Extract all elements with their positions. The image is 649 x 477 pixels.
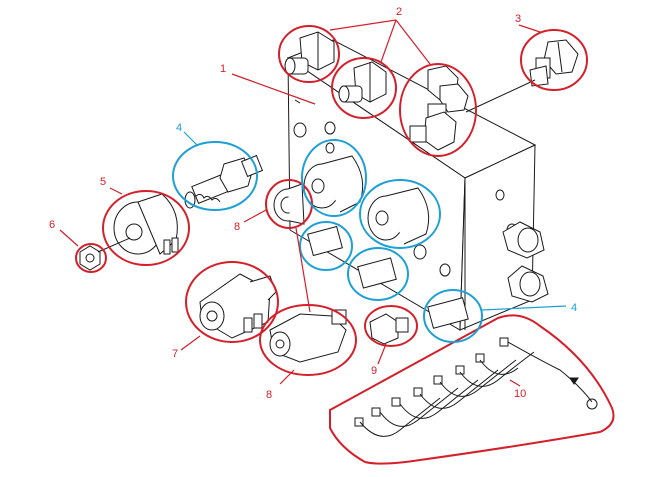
nut — [79, 245, 101, 271]
callout-5: 5 — [100, 176, 106, 188]
right-side-fittings — [502, 221, 549, 303]
callout-1: 1 — [220, 63, 226, 75]
callout-3: 3 — [515, 13, 521, 25]
callout-9: 9 — [371, 365, 377, 377]
callout-4-right: 4 — [571, 302, 577, 314]
wiring-harness — [354, 337, 598, 437]
blue-leader-lines — [183, 131, 567, 311]
callout-2: 2 — [396, 6, 402, 18]
callout-8-upper: 8 — [234, 221, 240, 233]
solenoid-coil — [113, 193, 179, 255]
solenoid-coil-2 — [199, 273, 277, 339]
mounted-coil-1 — [303, 155, 364, 213]
callout-4-left: 4 — [176, 122, 182, 134]
connector-plugs — [307, 225, 469, 329]
red-leader-lines — [59, 19, 541, 387]
callout-6: 6 — [49, 219, 55, 231]
elbow-fitting-1 — [284, 31, 335, 75]
callout-labels: 1 2 3 4 4 5 6 7 8 8 9 10 — [49, 6, 577, 401]
red-highlight-circles — [75, 25, 615, 465]
cartridge-lower — [269, 309, 347, 363]
fitting-9 — [369, 313, 409, 345]
plug-fitting — [529, 39, 579, 87]
callout-10: 10 — [514, 388, 526, 400]
cartridge-valve — [184, 154, 264, 209]
mounted-coil-2 — [367, 187, 430, 245]
blue-highlight-circles — [172, 139, 483, 343]
elbow-fitting-2 — [338, 61, 387, 103]
elbow-fitting-3 — [409, 65, 469, 151]
callout-7: 7 — [172, 348, 178, 360]
callout-8-lower: 8 — [266, 389, 272, 401]
cartridge-upper — [273, 183, 305, 225]
